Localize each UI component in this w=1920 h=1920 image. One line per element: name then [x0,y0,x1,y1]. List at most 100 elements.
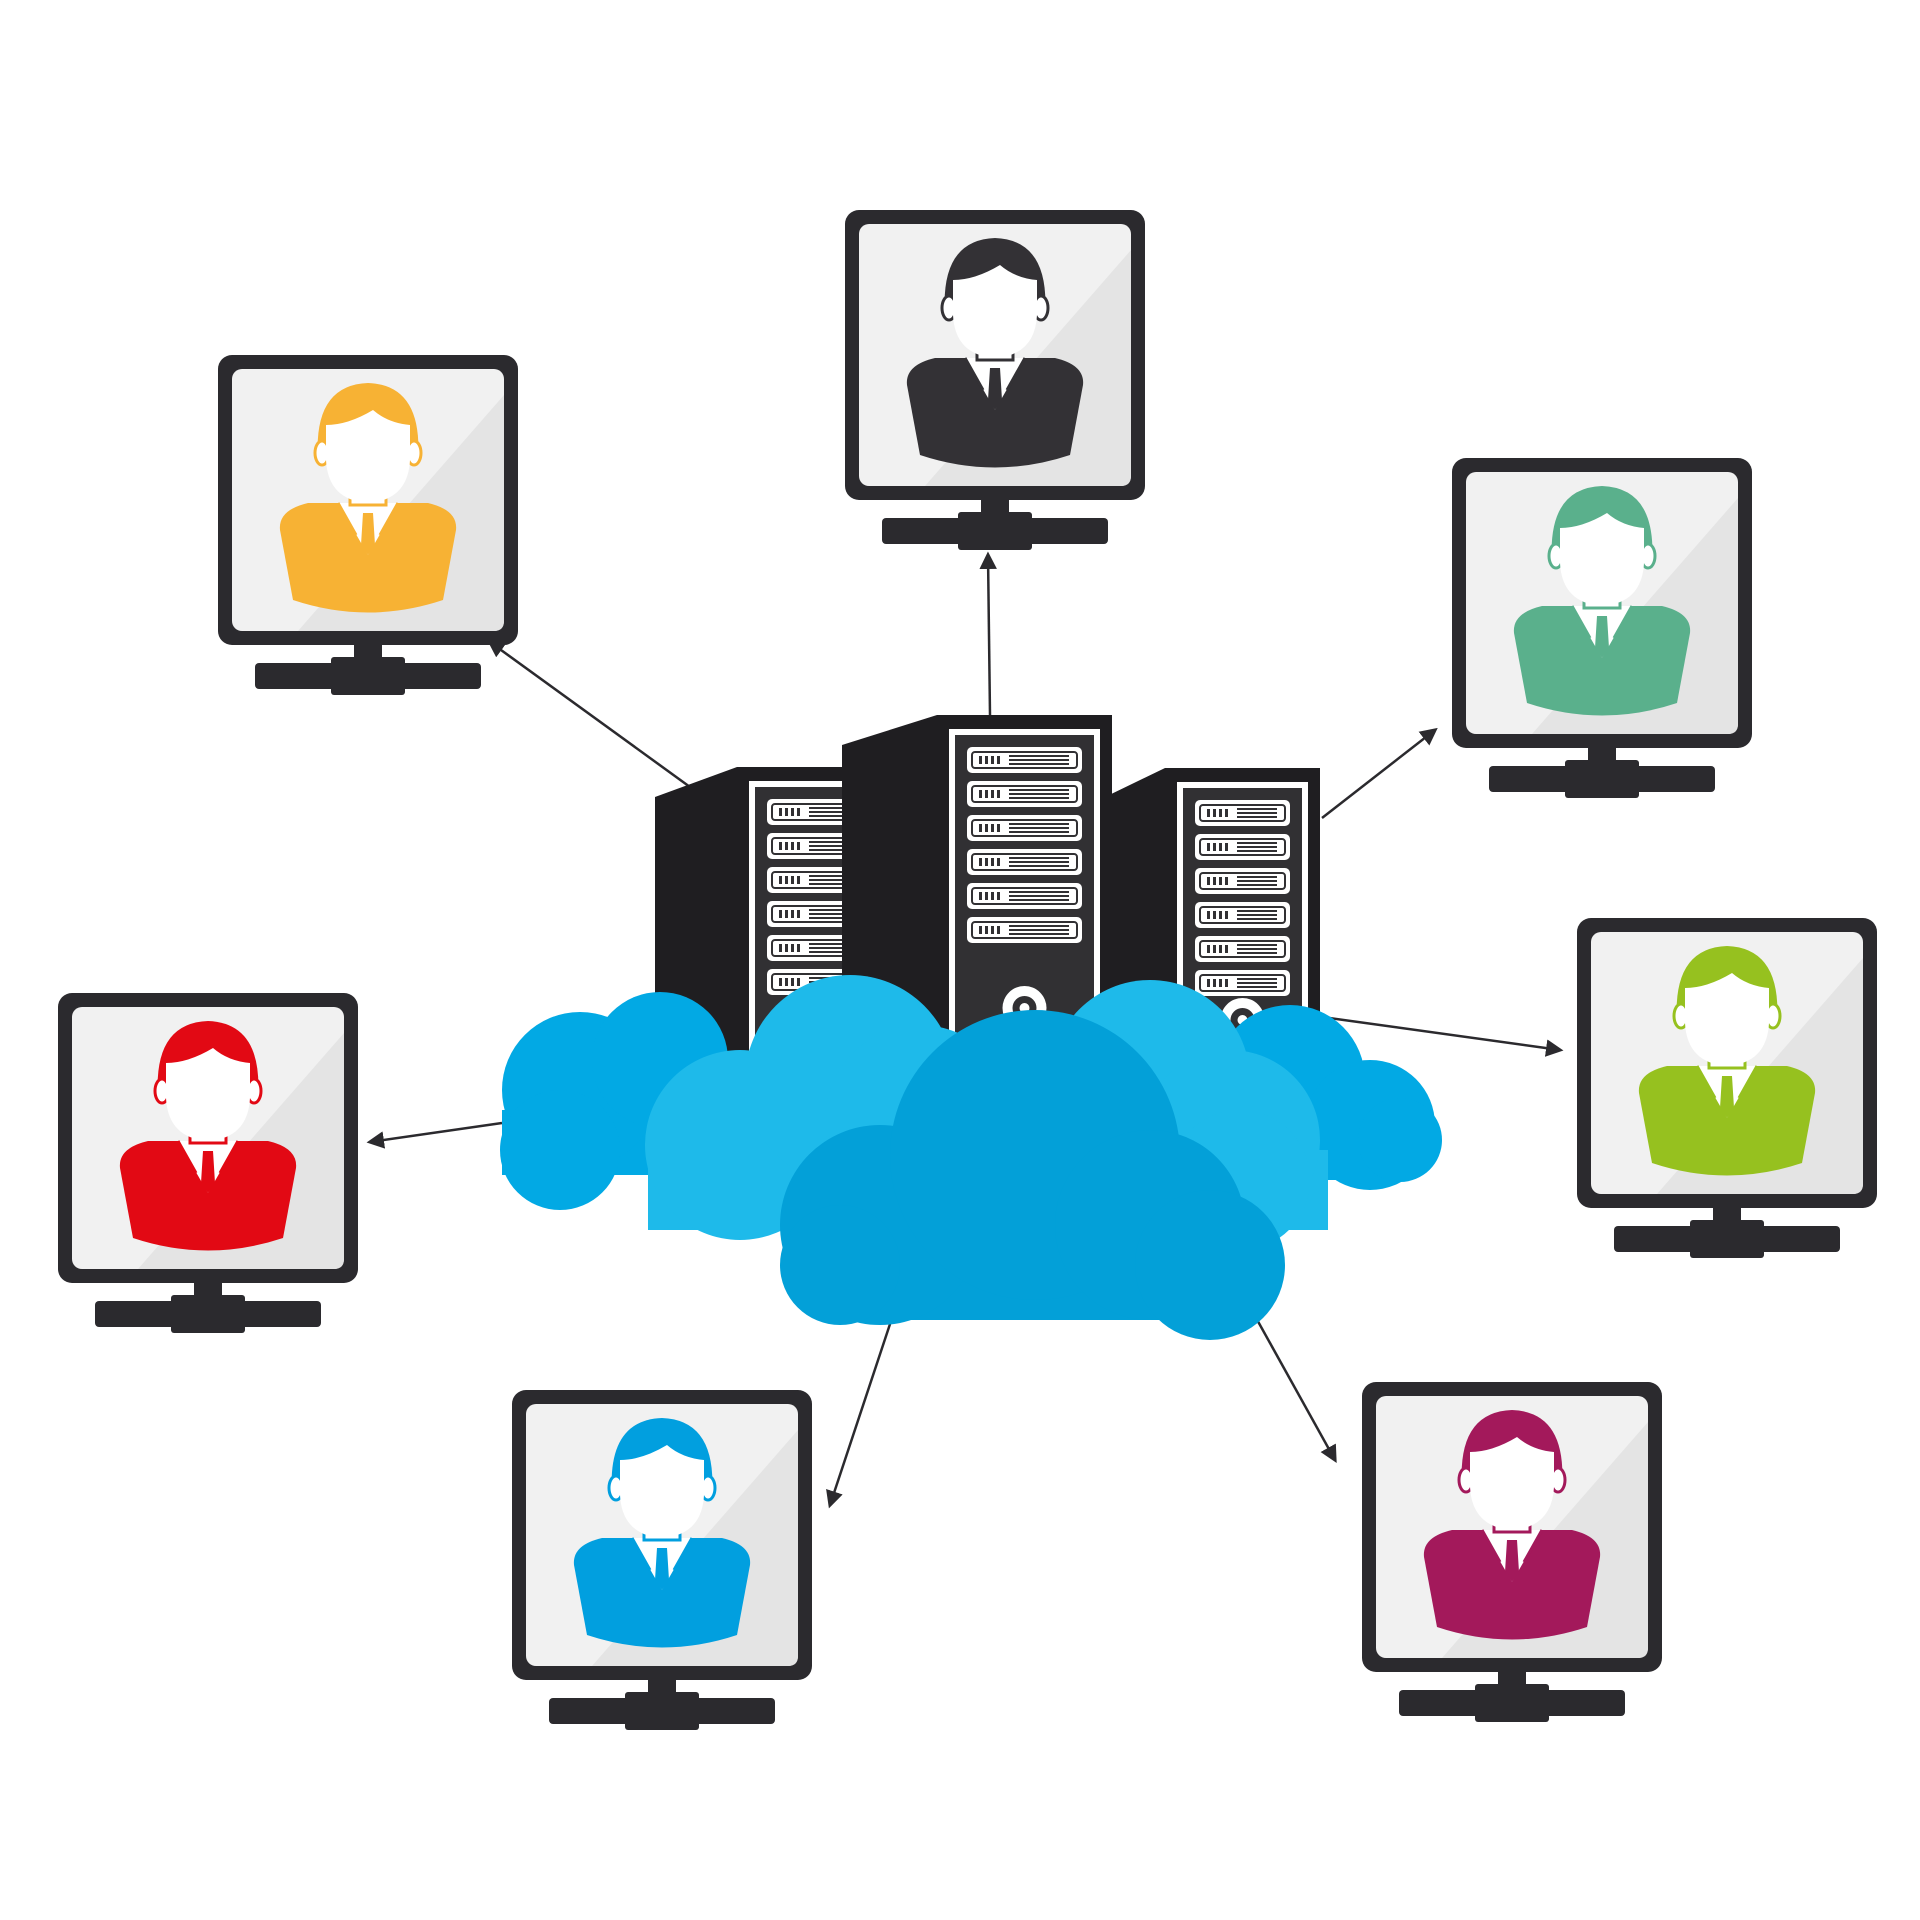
drive-vent [779,842,782,850]
drive-stripe [1009,865,1069,867]
drive-vent [1225,809,1228,817]
drive-vent [997,824,1000,832]
connector-arrow-left [366,1121,503,1149]
user-tie [201,1151,215,1193]
drive-stripe [1009,755,1069,757]
drive-vent [797,944,800,952]
drive-stripe [809,951,844,953]
drive-stripe [1237,816,1277,818]
network-connector [171,1295,245,1333]
user-tie [655,1548,669,1590]
drive-stripe [1237,850,1277,852]
drive-bay-outline [1199,974,1286,992]
user-jacket [1513,606,1691,716]
drive-vent [991,790,994,798]
drive-vent [779,910,782,918]
drive-vent [785,876,788,884]
drive-stripe [1237,952,1277,954]
user-jacket [573,1538,751,1648]
drive-vent [991,892,994,900]
drive-stripe [1009,763,1069,765]
drive-vent [797,910,800,918]
drive-stripe [1009,827,1069,829]
drive-bay-outline [1199,838,1286,856]
server-cloud-hub [500,715,1442,1340]
user-jacket [279,503,457,613]
user-face [1470,1437,1554,1530]
user-tie [1720,1076,1734,1118]
drive-vent [791,978,794,986]
network-connector [1690,1220,1764,1258]
drive-stripe [1009,789,1069,791]
drive-stripe [1237,978,1277,980]
user-collar [630,1537,694,1571]
drive-vent [785,944,788,952]
drive-stripe [1237,944,1277,946]
drive-vent [797,978,800,986]
drive-stripe [1237,846,1277,848]
drive-stripe [809,807,844,809]
drive-stripe [1237,842,1277,844]
user-collar [1695,1065,1759,1099]
client-terminal-top-right [1452,458,1752,798]
drive-vent [1207,979,1210,987]
drive-vent [797,842,800,850]
drive-vent [779,808,782,816]
drive-stripe [809,845,844,847]
drive-vent [997,926,1000,934]
user-collar [336,502,400,536]
drive-bay-outline [1199,906,1286,924]
drive-vent [1207,809,1210,817]
drive-stripe [1237,948,1277,950]
user-collar [963,357,1027,391]
user-jacket [1423,1530,1601,1640]
drive-vent [997,858,1000,866]
drive-vent [1213,911,1216,919]
drive-stripe [1009,831,1069,833]
client-terminal-right [1577,918,1877,1258]
user-avatar-icon [1638,946,1816,1176]
user-tie [1595,616,1609,658]
drive-vent [785,808,788,816]
user-avatar-icon [279,383,457,613]
drive-stripe [1237,986,1277,988]
drive-stripe [1009,929,1069,931]
drive-vent [797,808,800,816]
drive-vent [1213,843,1216,851]
drive-vent [1207,911,1210,919]
drive-bay-outline [1199,940,1286,958]
client-terminals [58,210,1877,1730]
drive-stripe [809,811,844,813]
drive-vent [791,910,794,918]
drive-stripe [1009,933,1069,935]
drive-vent [997,790,1000,798]
drive-bay-outline [1199,804,1286,822]
cloud-puff [500,1090,620,1210]
drive-stripe [809,841,844,843]
drive-vent [1213,809,1216,817]
drive-vent [991,858,994,866]
drive-vent [1225,843,1228,851]
drive-vent [785,910,788,918]
drive-stripe [1009,891,1069,893]
drive-stripe [809,947,844,949]
drive-stripe [1009,925,1069,927]
drive-vent [979,790,982,798]
drive-stripe [1237,876,1277,878]
drive-vent [991,926,994,934]
drive-vent [997,892,1000,900]
drive-vent [1225,877,1228,885]
drive-vent [985,858,988,866]
drive-stripe [1009,797,1069,799]
network-connector [625,1692,699,1730]
user-jacket [119,1141,297,1251]
user-tie [988,368,1002,410]
drive-bay-outline [971,819,1078,837]
connector-arrow-bottom-left [826,1314,895,1509]
user-avatar-icon [906,238,1084,468]
drive-bay-outline [1199,872,1286,890]
user-face [953,265,1037,358]
drive-vent [1225,911,1228,919]
drive-stripe [1237,918,1277,920]
drive-stripe [1009,899,1069,901]
